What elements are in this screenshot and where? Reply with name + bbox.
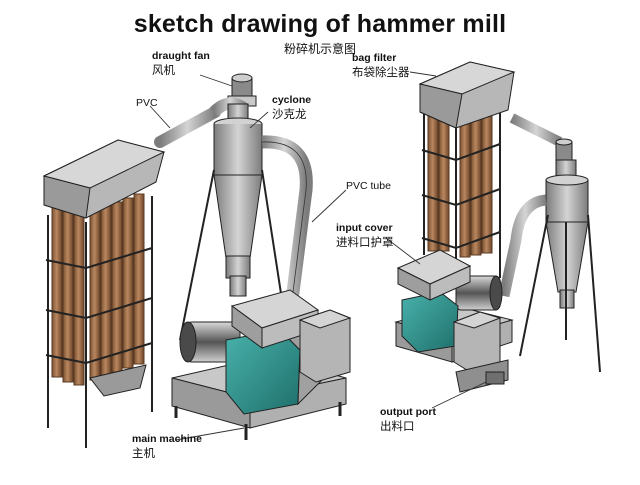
label-draught-fan: draught fan 风机 [152,50,210,77]
page-subtitle: 粉碎机示意图 [283,42,356,56]
label-input-cover-en: input cover [336,222,393,234]
page-title: sketch drawing of hammer mill [133,10,507,38]
main-machine-left [171,289,352,440]
label-draught-fan-zh: 风机 [152,63,175,77]
label-pvc-en: PVC [136,97,158,109]
label-cyclone-en: cyclone [272,94,312,106]
label-main-machine-zh: 主机 [132,446,155,460]
label-draught-fan-en: draught fan [152,50,210,62]
label-cyclone: cyclone 沙克龙 [272,94,311,121]
label-input-cover: input cover 进料口护罩 [336,222,394,249]
label-pvc-tube: PVC tube [346,180,391,193]
label-bag-filter: bag filter 布袋除尘器 [352,52,410,79]
label-output-port: output port 出料口 [380,406,436,433]
label-bag-filter-en: bag filter [352,52,397,64]
cyclone-right [498,138,601,373]
bag-filter-left [42,106,221,448]
cyclone-left [179,73,313,341]
main-machine-right [394,249,514,393]
bag-filter-right [418,61,563,278]
label-output-port-zh: 出料口 [380,419,415,433]
label-bag-filter-zh: 布袋除尘器 [352,65,410,79]
label-pvc-tube-en: PVC tube [346,180,391,192]
label-main-machine-en: main machine [132,433,203,445]
label-pvc: PVC [136,97,158,110]
leader-lines [149,71,487,441]
label-cyclone-zh: 沙克龙 [272,107,307,121]
label-main-machine: main machine 主机 [132,433,202,460]
label-input-cover-zh: 进料口护罩 [336,235,394,249]
label-output-port-en: output port [380,406,436,418]
